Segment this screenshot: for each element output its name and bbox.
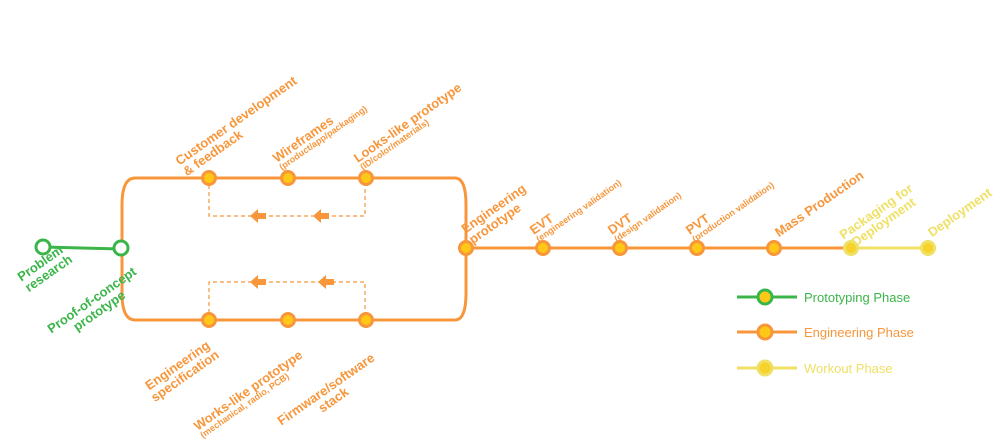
legend-workout-node [756, 359, 774, 377]
upper-arrow-left-1-icon [250, 209, 266, 223]
lower-arrow-left-2-icon [318, 275, 334, 289]
node-packaging [843, 240, 859, 256]
node-evt [535, 240, 551, 256]
node-engineering-prototype [458, 240, 474, 256]
legend-engineering-node [756, 323, 774, 341]
node-dvt [612, 240, 628, 256]
legend-engineering-label: Engineering Phase [804, 325, 914, 340]
node-proof-of-concept [112, 239, 130, 257]
node-mass-production [766, 240, 782, 256]
legend-workout-label: Workout Phase [804, 361, 893, 376]
lower-feedback-dashed [208, 281, 366, 320]
node-looks-like [358, 170, 374, 186]
legend-prototyping-node [756, 288, 774, 306]
node-pvt [689, 240, 705, 256]
node-customer-development [201, 170, 217, 186]
node-problem-research [34, 238, 52, 256]
upper-feedback-dashed [208, 178, 366, 217]
node-wireframes [280, 170, 296, 186]
node-engineering-spec [201, 312, 217, 328]
legend-prototyping-label: Prototyping Phase [804, 290, 911, 305]
node-firmware [358, 312, 374, 328]
lower-arrow-left-1-icon [250, 275, 266, 289]
upper-arrow-left-2-icon [313, 209, 329, 223]
node-deployment [920, 240, 936, 256]
engineering-loop [120, 176, 468, 322]
prototyping-connector [42, 245, 122, 251]
node-works-like [280, 312, 296, 328]
